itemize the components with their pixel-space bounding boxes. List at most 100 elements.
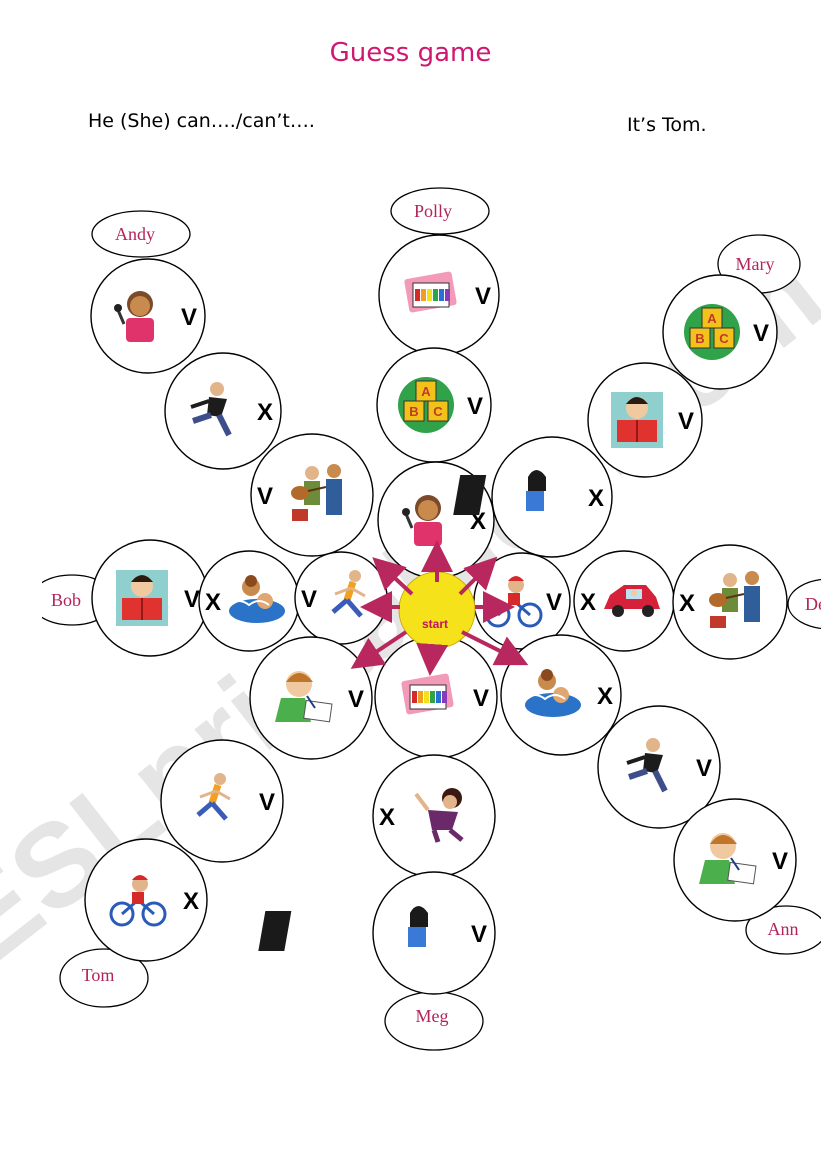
start-hub[interactable]: start xyxy=(398,571,476,649)
svg-text:A: A xyxy=(707,311,717,326)
activity-circle-read[interactable]: V xyxy=(587,362,703,478)
run-icon xyxy=(196,773,231,821)
name-andy[interactable]: Andy xyxy=(91,210,191,258)
name-label: Meg xyxy=(416,1006,449,1026)
can-mark: V xyxy=(467,393,483,420)
activity-circle-jump[interactable]: X xyxy=(372,754,496,878)
activity-circle-swim[interactable]: X xyxy=(500,634,622,756)
can-mark: X xyxy=(679,590,695,617)
name-label: Tom xyxy=(82,965,115,985)
play-piano-icon xyxy=(258,906,450,951)
activity-circle-paint[interactable]: V xyxy=(378,234,500,356)
dance-icon xyxy=(190,382,232,437)
swim-icon xyxy=(524,669,581,717)
run-icon xyxy=(331,570,366,618)
arrow-down-left xyxy=(350,630,408,669)
can-mark: V xyxy=(181,304,197,331)
name-de[interactable]: De xyxy=(787,578,821,630)
sing-icon xyxy=(114,291,154,342)
activity-circle-run[interactable]: V xyxy=(294,551,388,645)
name-label: Bob xyxy=(51,590,81,610)
can-mark: V xyxy=(696,755,712,782)
name-label: De xyxy=(805,594,821,614)
activity-circle-run[interactable]: V xyxy=(160,739,284,863)
activity-circle-paint[interactable]: V xyxy=(374,635,498,759)
can-mark: V xyxy=(301,586,317,613)
activity-circle-ride-bike[interactable]: X xyxy=(84,838,208,962)
circle-outline xyxy=(673,798,797,922)
jump-icon xyxy=(414,788,464,843)
paint-icon xyxy=(401,673,454,715)
circle-outline xyxy=(84,838,208,962)
play-guitar-icon xyxy=(291,464,342,521)
activity-circle-sing[interactable]: V xyxy=(90,258,206,374)
arrows xyxy=(350,540,529,676)
circle-outline xyxy=(372,871,496,995)
activity-circle-play-guitar[interactable]: X xyxy=(672,544,788,660)
svg-text:B: B xyxy=(409,404,418,419)
can-mark: X xyxy=(183,888,199,915)
can-mark: X xyxy=(379,804,395,831)
svg-text:C: C xyxy=(719,331,729,346)
activity-circle-dance[interactable]: V xyxy=(597,705,721,829)
name-meg[interactable]: Meg xyxy=(384,991,484,1051)
circle-outline xyxy=(90,258,206,374)
name-label: Andy xyxy=(115,224,155,244)
read-icon xyxy=(116,570,168,626)
can-mark: V xyxy=(257,483,273,510)
svg-text:B: B xyxy=(695,331,704,346)
swim-icon xyxy=(228,575,285,623)
can-mark: V xyxy=(772,848,788,875)
paint-icon xyxy=(404,271,457,313)
sentence-prompt: He (She) can…./can’t…. xyxy=(88,110,315,132)
can-mark: X xyxy=(588,485,604,512)
activity-circle-write[interactable]: V xyxy=(249,636,373,760)
activity-circle-drive-car[interactable]: X xyxy=(573,550,675,652)
can-mark: V xyxy=(473,685,489,712)
svg-text:C: C xyxy=(433,404,443,419)
name-label: Mary xyxy=(736,254,775,274)
activity-circle-read[interactable]: V xyxy=(91,539,209,657)
name-polly[interactable]: Polly xyxy=(390,187,490,235)
dance-icon xyxy=(626,738,668,793)
can-mark: V xyxy=(475,283,491,310)
can-mark: V xyxy=(259,789,275,816)
start-label: start xyxy=(422,617,448,631)
name-label: Polly xyxy=(414,201,452,221)
name-tom[interactable]: Tom xyxy=(59,948,149,1008)
page-title: Guess game xyxy=(329,38,492,68)
circle-outline xyxy=(249,636,373,760)
can-mark: X xyxy=(597,683,613,710)
read-icon xyxy=(611,392,663,448)
arrow-up-right xyxy=(458,556,498,596)
play-piano-icon xyxy=(453,470,568,515)
can-mark: X xyxy=(205,589,221,616)
activity-circle-play-piano[interactable]: X xyxy=(453,436,613,558)
drive-car-icon xyxy=(604,585,660,617)
name-label: Ann xyxy=(768,919,799,939)
can-mark: V xyxy=(471,921,487,948)
activity-circle-write[interactable]: V xyxy=(673,798,797,922)
can-mark: V xyxy=(546,589,562,616)
can-mark: X xyxy=(257,399,273,426)
arrow-down xyxy=(416,642,449,676)
can-mark: X xyxy=(580,589,596,616)
name-ann[interactable]: Ann xyxy=(745,905,821,955)
ride-bike-icon xyxy=(109,875,167,927)
activity-circle-play-guitar[interactable]: V xyxy=(250,433,374,557)
arrow-up-left xyxy=(372,557,414,596)
answer-example: It’s Tom. xyxy=(627,114,707,136)
can-mark: V xyxy=(753,320,769,347)
can-mark: V xyxy=(184,586,200,613)
activity-circle-swim[interactable]: X xyxy=(198,550,300,652)
activity-circle-dance[interactable]: X xyxy=(164,352,282,470)
play-guitar-icon xyxy=(709,571,760,628)
can-mark: V xyxy=(678,408,694,435)
activity-circle-play-piano[interactable]: V xyxy=(258,871,496,995)
